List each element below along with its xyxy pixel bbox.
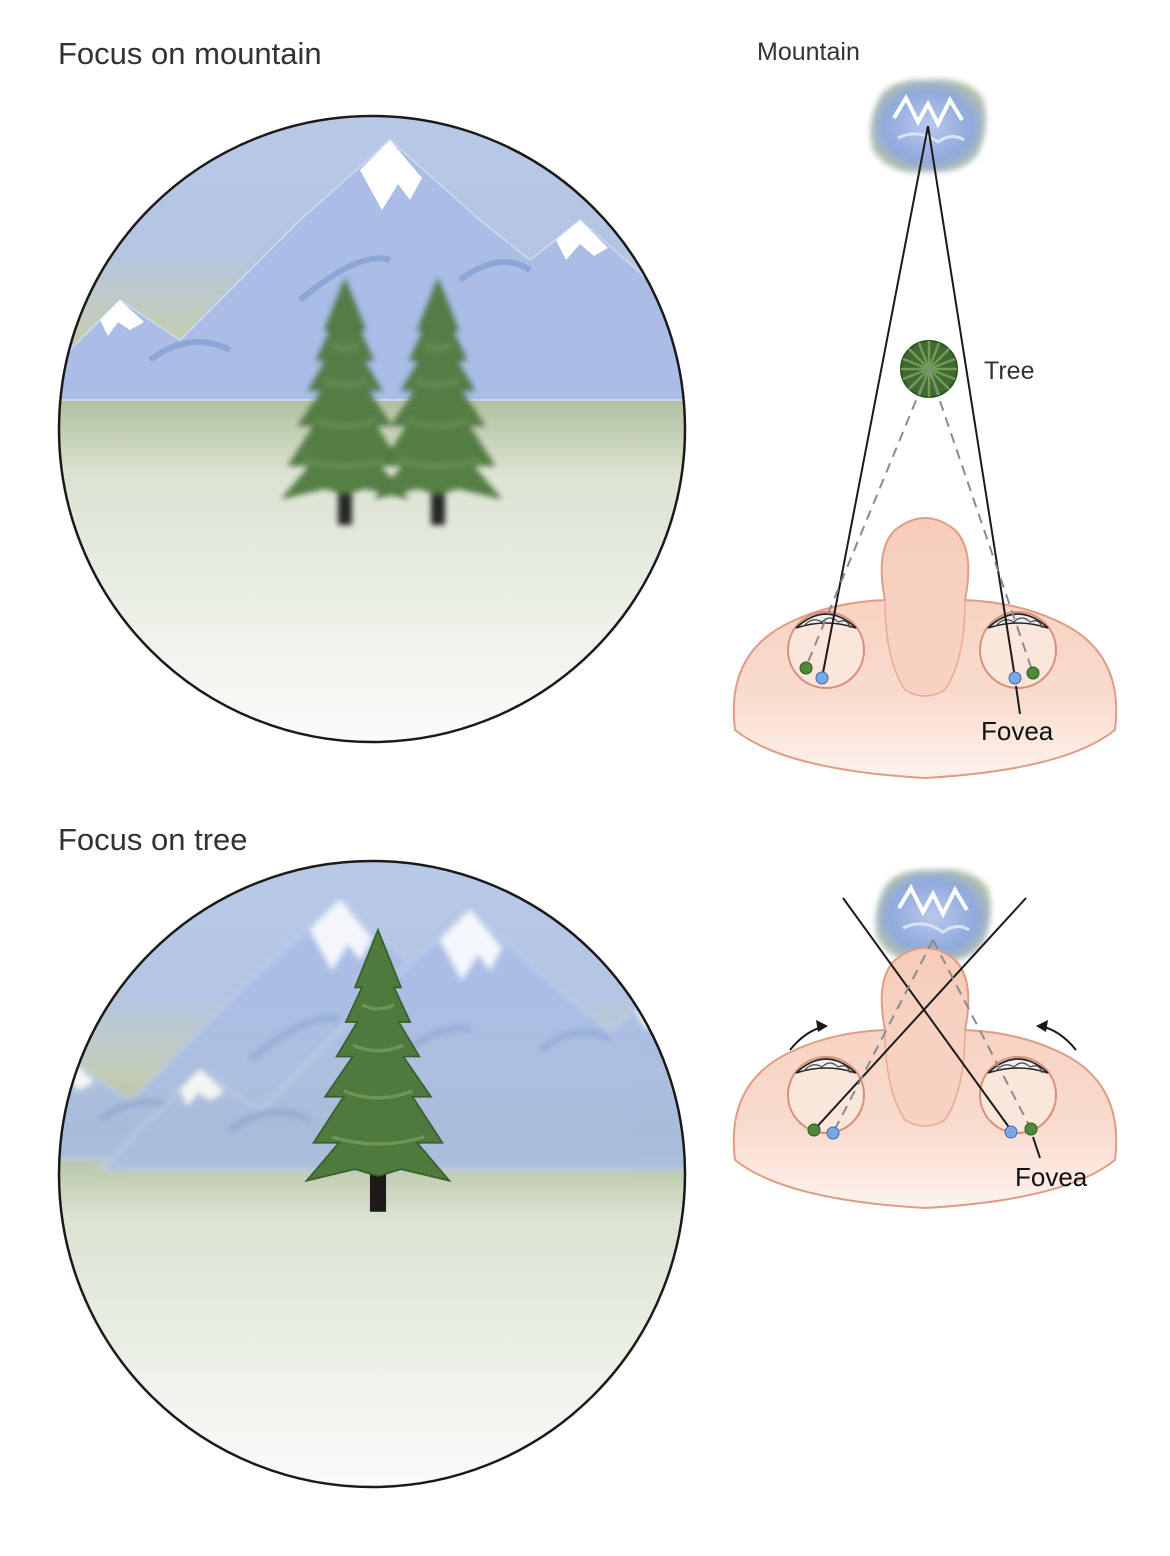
sight-line xyxy=(813,897,1027,1131)
mountain-icon xyxy=(870,79,985,172)
mountain-dashed-line xyxy=(832,939,934,1134)
sight-line xyxy=(927,125,1016,679)
panel-heading-mountain: Focus on mountain xyxy=(58,36,322,71)
retina-image-tree-dot xyxy=(807,1123,821,1137)
fovea-dot xyxy=(1004,1125,1018,1139)
fovea-label: Fovea xyxy=(1015,1162,1088,1192)
retina-image-tree-dot xyxy=(1026,666,1040,680)
viewing-geometry-mountain-focus xyxy=(732,79,1118,779)
panel-focus-on-mountain xyxy=(57,79,1118,779)
panel-focus-on-tree xyxy=(57,859,1118,1489)
fovea-label: Fovea xyxy=(981,716,1054,746)
fovea-dot xyxy=(1008,671,1022,685)
scene-circle-border xyxy=(57,114,687,744)
retina-image-tree-dot xyxy=(799,661,813,675)
fovea-pointer-line xyxy=(1032,1136,1041,1159)
panel-heading-tree: Focus on tree xyxy=(58,822,248,857)
mountain-dashed-line xyxy=(932,939,1032,1130)
sight-line xyxy=(842,897,1012,1131)
retina-image-tree-dot xyxy=(1024,1122,1038,1136)
fovea-dot xyxy=(815,671,829,685)
fovea-dot xyxy=(826,1126,840,1140)
eye-icon xyxy=(979,1056,1057,1134)
viewing-geometry-tree-focus xyxy=(732,869,1118,1209)
tree-label: Tree xyxy=(984,357,1035,385)
tree-dashed-line xyxy=(928,368,1034,674)
curved-arrow-icon xyxy=(789,1020,828,1051)
fovea-pointer-line xyxy=(1015,685,1021,715)
sight-line xyxy=(821,125,929,679)
scene-circle-mountain-focus xyxy=(59,116,685,742)
tree-dashed-line xyxy=(805,368,930,668)
scene-circle-tree-focus xyxy=(59,861,685,1487)
mountain-label: Mountain xyxy=(757,38,860,66)
curved-arrow-icon xyxy=(1036,1020,1077,1051)
scene-circle-border xyxy=(57,859,687,1489)
